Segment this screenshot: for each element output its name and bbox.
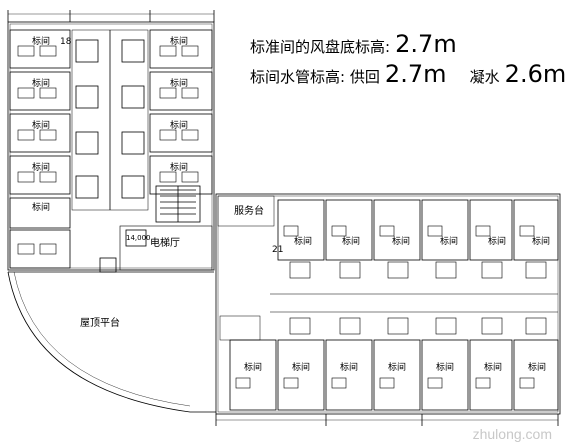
room-label: 标间 bbox=[294, 235, 312, 247]
right-wing-top-rooms bbox=[277, 199, 559, 261]
stair-core bbox=[155, 185, 201, 223]
service-desk-label: 服务台 bbox=[234, 204, 264, 217]
elevator-hall-label: 电梯厅 bbox=[150, 236, 180, 249]
room-label: 标间 bbox=[532, 235, 550, 247]
room-label: 标间 bbox=[170, 77, 188, 89]
room-label: 标间 bbox=[32, 119, 50, 131]
room-label: 标间 bbox=[488, 235, 506, 247]
room-label: 标间 bbox=[440, 235, 458, 247]
note-value: 2.7m bbox=[395, 30, 457, 58]
room-label: 标间 bbox=[484, 361, 502, 373]
room-number: 18 bbox=[60, 37, 72, 47]
room-label: 标间 bbox=[170, 119, 188, 131]
left-tower-outline bbox=[7, 21, 215, 271]
room-label: 标间 bbox=[170, 161, 188, 173]
room-label: 标间 bbox=[340, 361, 358, 373]
fan-coil-elevation-note: 标准间的风盘底标高: 2.7m bbox=[250, 32, 457, 56]
roof-terrace-edge bbox=[7, 271, 216, 413]
dimension-label: 14,000 bbox=[126, 234, 151, 242]
note-text: 凝水 bbox=[469, 68, 500, 86]
room-label: 标间 bbox=[388, 361, 406, 373]
room-label: 标间 bbox=[170, 35, 188, 47]
note-value: 2.7m bbox=[384, 60, 447, 88]
left-room-column bbox=[9, 29, 71, 269]
note-text: 标准间的风盘底标高: bbox=[250, 38, 391, 56]
room-label: 标间 bbox=[436, 361, 454, 373]
note-text: 标间水管标高: 供回 bbox=[250, 68, 380, 86]
room-label: 标间 bbox=[342, 235, 360, 247]
pipe-elevation-note: 标间水管标高: 供回 2.7m 凝水 2.6m bbox=[250, 62, 566, 86]
room-label: 标间 bbox=[528, 361, 546, 373]
right-room-column bbox=[149, 29, 213, 195]
room-label: 标间 bbox=[32, 201, 50, 213]
room-label: 标间 bbox=[32, 35, 50, 47]
room-label: 标间 bbox=[32, 161, 50, 173]
room-number: 21 bbox=[272, 245, 283, 255]
watermark: zhulong.com bbox=[472, 426, 552, 442]
room-label: 标间 bbox=[292, 361, 310, 373]
room-label: 标间 bbox=[392, 235, 410, 247]
roof-terrace-label: 屋顶平台 bbox=[80, 316, 120, 329]
room-label: 标间 bbox=[32, 77, 50, 89]
note-value: 2.6m bbox=[504, 60, 566, 88]
right-wing-outline bbox=[215, 193, 561, 415]
right-wing-bottom-rooms bbox=[229, 339, 559, 411]
room-label: 标间 bbox=[244, 361, 262, 373]
